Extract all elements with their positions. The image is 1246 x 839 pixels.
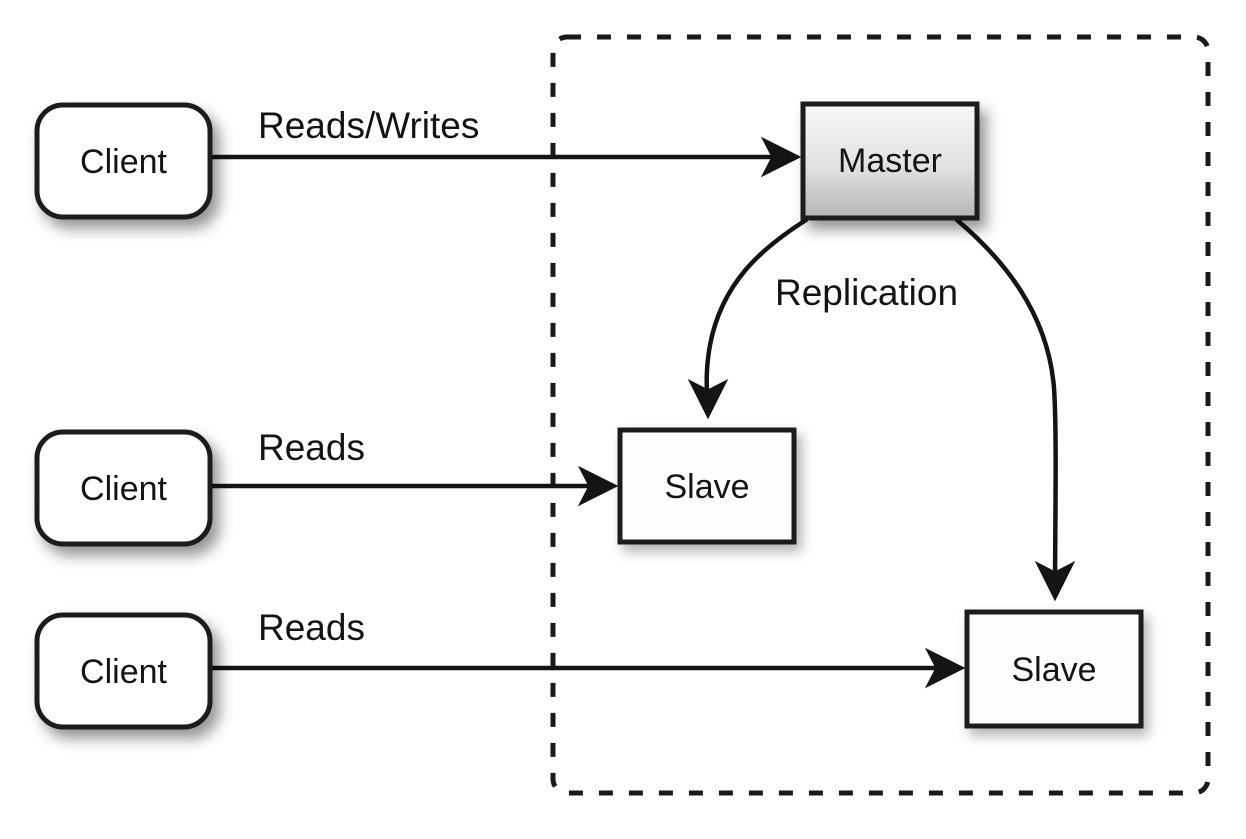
edge-master-to-slave1: [687, 217, 809, 420]
edge-label-reads-writes: Reads/Writes: [258, 105, 479, 146]
slave-2-box[interactable]: [964, 609, 1144, 729]
dashed-boundary: [550, 34, 1211, 796]
replication-curve-right: [954, 217, 1076, 602]
master-box[interactable]: [800, 101, 980, 221]
node-slave-1[interactable]: Slave: [617, 427, 797, 545]
node-client-3[interactable]: Client: [34, 612, 213, 730]
edge-label-reads-top: Reads: [258, 427, 365, 468]
node-master[interactable]: Master: [800, 101, 980, 221]
slave-1-box[interactable]: [617, 427, 797, 545]
client-3-box[interactable]: [34, 612, 213, 730]
edge-master-to-slave2: [954, 217, 1076, 602]
client-1-box[interactable]: [34, 102, 213, 220]
client-2-label: Client: [80, 470, 167, 508]
replication-curve-left: [687, 217, 809, 420]
node-slave-2[interactable]: Slave: [964, 609, 1144, 729]
node-client-1[interactable]: Client: [34, 102, 213, 220]
client-3-label: Client: [80, 653, 167, 691]
client-1-label: Client: [80, 143, 167, 181]
slave-1-label: Slave: [664, 468, 749, 506]
node-client-2[interactable]: Client: [34, 429, 213, 547]
master-label: Master: [838, 142, 942, 180]
edge-label-reads-bottom: Reads: [258, 607, 365, 648]
edge-label-replication: Replication: [775, 272, 958, 313]
slave-2-label: Slave: [1011, 651, 1096, 689]
client-2-box[interactable]: [34, 429, 213, 547]
